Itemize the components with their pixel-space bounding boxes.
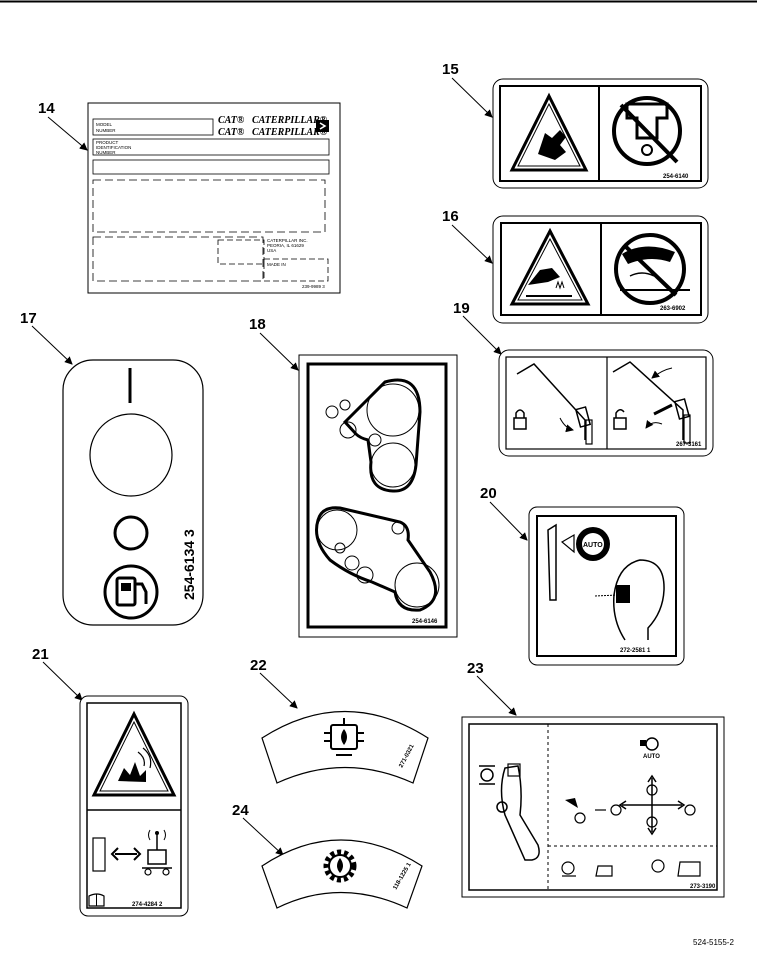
label-22: 22 271-0321 bbox=[250, 657, 429, 784]
leader-18 bbox=[259, 332, 299, 371]
callout-17: 17 bbox=[20, 310, 37, 327]
leader-15 bbox=[451, 77, 493, 118]
company-line-1: CATERPILLAR INC. bbox=[267, 238, 308, 243]
belt-diagram-upper bbox=[325, 378, 422, 493]
auto-text-23: AUTO bbox=[643, 754, 660, 760]
part-number-19: 267-3161 bbox=[676, 442, 702, 448]
lock-closed-icon bbox=[513, 409, 527, 430]
belt-diagram-lower bbox=[315, 506, 440, 612]
leader-16 bbox=[451, 224, 493, 264]
prohibition-circle-icon-2 bbox=[614, 233, 686, 305]
direction-cross-icon bbox=[610, 774, 696, 836]
product-line-3: NUMBER bbox=[96, 150, 116, 155]
leader-20 bbox=[489, 501, 528, 541]
model-text: MODEL bbox=[96, 122, 113, 127]
callout-20: 20 bbox=[480, 485, 497, 502]
part-number-17: 254-6134 3 bbox=[181, 529, 197, 600]
auto-text: AUTO bbox=[583, 542, 603, 549]
label-20: 20 AUTO 272-2581 1 bbox=[480, 485, 685, 666]
explosion-icon bbox=[118, 762, 146, 782]
part-number-15: 254-6140 bbox=[663, 174, 689, 180]
distance-arrow-icon bbox=[110, 847, 142, 861]
hydraulic-oil-gear-icon bbox=[323, 849, 357, 883]
callout-23: 23 bbox=[467, 660, 484, 677]
joystick-icon bbox=[479, 763, 540, 861]
warning-triangle-icon bbox=[509, 92, 589, 172]
leader-17 bbox=[31, 325, 73, 365]
company-line-3: USA bbox=[267, 248, 276, 253]
hand-burn-icon bbox=[528, 268, 560, 285]
part-number-20: 272-2581 1 bbox=[620, 648, 651, 654]
leader-19 bbox=[462, 315, 502, 355]
operator-hearing-icon bbox=[594, 559, 665, 641]
company-line-2: PEORIA, IL 61629 bbox=[267, 243, 304, 248]
part-number-16: 263-6902 bbox=[660, 306, 686, 312]
warning-triangle-icon-3 bbox=[91, 710, 177, 797]
callout-24: 24 bbox=[232, 802, 249, 819]
label-19: 19 267-3161 bbox=[453, 300, 714, 457]
part-number-23: 273-3190 bbox=[690, 884, 716, 890]
part-number-21: 274-4284 2 bbox=[132, 902, 163, 908]
made-in-text: MADE IN bbox=[267, 262, 286, 267]
leader-14 bbox=[47, 116, 88, 151]
caterpillar-logo-1: CATERPILLAR® bbox=[252, 115, 328, 126]
part-number-18: 254-6146 bbox=[412, 619, 438, 625]
callout-22: 22 bbox=[250, 657, 267, 674]
caterpillar-trademark-icon bbox=[316, 120, 329, 132]
label-18: 18 254-6146 bbox=[249, 316, 458, 638]
label-16: 16 263-6902 bbox=[442, 208, 709, 324]
lock-open-icon bbox=[613, 409, 627, 430]
leader-22 bbox=[259, 672, 298, 709]
callout-15: 15 bbox=[442, 61, 459, 78]
callout-18: 18 bbox=[249, 316, 266, 333]
start-button-circle bbox=[89, 413, 173, 497]
cat-logo-1: CAT® bbox=[218, 115, 245, 126]
manual-book-icon bbox=[88, 893, 105, 907]
mode-auto-icon: AUTO bbox=[640, 737, 660, 760]
auto-gear-icon: AUTO bbox=[576, 527, 610, 561]
callout-14: 14 bbox=[38, 100, 55, 117]
product-line-1: PRODUCT bbox=[96, 140, 119, 145]
fuel-icon bbox=[103, 564, 159, 620]
document-id: 524-5155-2 bbox=[693, 938, 734, 947]
leader-21 bbox=[42, 661, 83, 701]
volume-wedge-icon bbox=[547, 523, 557, 601]
leader-23 bbox=[476, 675, 517, 716]
label-23: 23 AUTO bbox=[461, 660, 725, 898]
warning-triangle-icon-2 bbox=[509, 227, 591, 306]
cat-logo-2: CAT® bbox=[218, 127, 245, 138]
product-line-2: IDENTIFICATION bbox=[96, 145, 131, 150]
prohibition-circle-icon bbox=[612, 96, 682, 166]
engine-oil-icon bbox=[324, 718, 364, 756]
number-text: NUMBER bbox=[96, 128, 116, 133]
hand-crush-icon bbox=[538, 130, 566, 160]
label-21: 21 274-4284 2 bbox=[32, 646, 189, 917]
callout-16: 16 bbox=[442, 208, 459, 225]
bucket-positions-icon bbox=[561, 798, 701, 877]
label-24: 24 118-1225 1 bbox=[232, 802, 423, 909]
caterpillar-logo-2: CATERPILLAR® bbox=[252, 127, 328, 138]
label-15: 15 254-6140 bbox=[442, 61, 709, 189]
callout-21: 21 bbox=[32, 646, 49, 663]
off-indicator-icon bbox=[113, 515, 149, 551]
label-14: 14 MODEL NUMBER CAT® CAT® CATERPILLAR® C… bbox=[38, 100, 341, 294]
callout-19: 19 bbox=[453, 300, 470, 317]
battery-block-icon bbox=[92, 837, 106, 872]
leader-24 bbox=[242, 817, 284, 856]
radio-machine-icon bbox=[142, 829, 172, 876]
label-17: 17 254-6134 3 bbox=[20, 310, 204, 626]
part-number-14: 239-9989 3 bbox=[302, 284, 325, 289]
